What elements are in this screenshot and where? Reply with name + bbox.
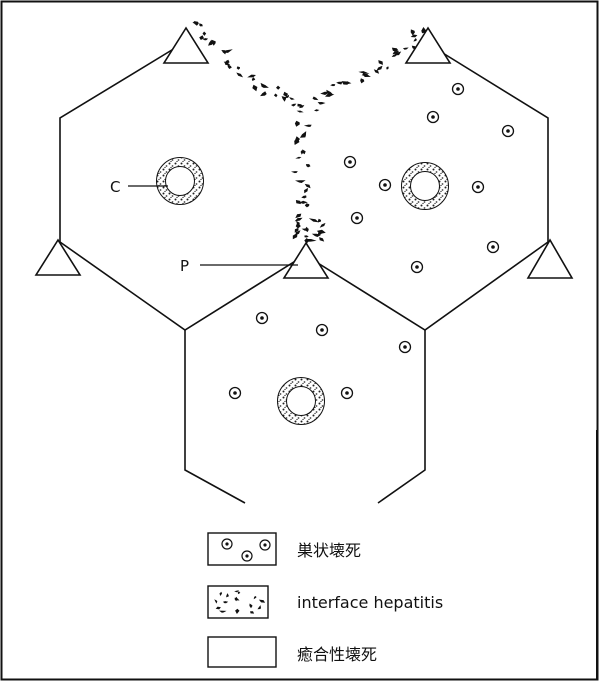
interface-hepatitis-band xyxy=(193,21,427,244)
legend: 巣状壊死 interface hepatitis 癒合性壊死 xyxy=(208,533,443,667)
spotty-necrosis-dot xyxy=(473,182,484,193)
central-vein xyxy=(402,163,449,210)
necrosis-fragment xyxy=(309,218,319,222)
necrosis-fragment xyxy=(392,55,398,58)
necrosis-fragment xyxy=(403,48,409,50)
lobule-bottom-outline-right xyxy=(378,330,425,503)
necrosis-fragment xyxy=(203,32,207,36)
necrosis-fragment xyxy=(342,81,348,85)
portal-triangle xyxy=(284,243,328,278)
legend-label-spotty: 巣状壊死 xyxy=(297,541,361,560)
central-vein-label: C xyxy=(110,178,120,196)
portal-triangle xyxy=(36,240,80,275)
necrosis-fragment xyxy=(411,29,415,35)
necrosis-fragment xyxy=(305,203,310,207)
necrosis-fragment xyxy=(392,48,399,52)
necrosis-fragment xyxy=(276,86,280,90)
necrosis-fragment xyxy=(296,200,301,204)
spotty-necrosis-dot xyxy=(412,262,423,273)
necrosis-fragment xyxy=(252,85,257,92)
necrosis-fragment xyxy=(376,66,382,71)
portal-triangle xyxy=(528,240,572,278)
necrosis-fragment xyxy=(304,227,308,232)
lobule-right-outline xyxy=(305,42,548,330)
portal-tract-label: P xyxy=(180,257,189,275)
central-vein xyxy=(278,378,325,425)
necrosis-fragment xyxy=(199,23,203,26)
necrosis-fragment xyxy=(413,38,417,42)
spotty-necrosis-dot xyxy=(428,112,439,123)
necrosis-fragment xyxy=(294,139,299,146)
necrosis-fragment xyxy=(319,237,324,242)
necrosis-fragment xyxy=(306,164,311,167)
necrosis-fragment xyxy=(318,102,326,105)
spotty-necrosis-dot xyxy=(453,84,464,95)
legend-label-bridging: 癒合性壊死 xyxy=(297,645,377,664)
necrosis-fragment xyxy=(304,125,312,127)
necrosis-fragment xyxy=(330,84,335,86)
lobule-bottom-outline xyxy=(185,330,245,503)
necrosis-fragment xyxy=(291,171,298,173)
spotty-necrosis-dot xyxy=(503,126,514,137)
necrosis-fragment xyxy=(293,233,298,240)
lobule-left-outline xyxy=(60,42,305,330)
central-vein xyxy=(157,158,204,205)
necrosis-fragment xyxy=(260,91,267,96)
spotty-necrosis-dot xyxy=(342,388,353,399)
spotty-necrosis-dots xyxy=(230,84,514,399)
spotty-necrosis-dot xyxy=(400,342,411,353)
necrosis-fragment xyxy=(360,78,364,83)
spotty-necrosis-dot xyxy=(352,213,363,224)
necrosis-fragment xyxy=(295,214,301,219)
necrosis-fragment xyxy=(237,66,240,69)
necrosis-fragment xyxy=(313,97,319,101)
necrosis-fragment xyxy=(247,75,256,78)
necrosis-fragment xyxy=(320,223,326,228)
necrosis-fragment xyxy=(291,104,296,107)
legend-label-interface: interface hepatitis xyxy=(297,593,443,612)
spotty-necrosis-dot xyxy=(257,313,268,324)
necrosis-fragment xyxy=(305,184,311,188)
necrosis-fragment xyxy=(212,40,216,46)
spotty-necrosis-dot xyxy=(230,388,241,399)
necrosis-fragment xyxy=(300,131,306,138)
necrosis-fragment xyxy=(261,83,269,88)
necrosis-fragment xyxy=(252,77,256,81)
necrosis-fragment xyxy=(386,66,389,69)
necrosis-fragment xyxy=(314,109,319,111)
necrosis-fragment xyxy=(297,111,304,113)
necrosis-fragment xyxy=(318,219,321,223)
spotty-necrosis-dot xyxy=(345,157,356,168)
necrosis-fragment xyxy=(301,195,306,198)
necrosis-fragment xyxy=(295,121,300,127)
necrosis-fragment xyxy=(363,73,371,77)
necrosis-fragment xyxy=(274,94,278,98)
spotty-necrosis-dot xyxy=(488,242,499,253)
necrosis-fragment xyxy=(296,222,301,229)
necrosis-fragment xyxy=(295,218,303,222)
necrosis-fragment xyxy=(336,82,342,85)
necrosis-fragment xyxy=(411,35,418,38)
necrosis-fragment xyxy=(194,21,199,25)
necrosis-fragment xyxy=(236,73,243,78)
necrosis-fragment xyxy=(421,27,426,33)
necrosis-fragment xyxy=(378,60,383,65)
necrosis-fragment xyxy=(289,97,295,100)
necrosis-fragment xyxy=(295,180,306,183)
necrosis-fragment xyxy=(304,235,308,237)
spotty-necrosis-dot xyxy=(380,180,391,191)
necrosis-fragment xyxy=(304,188,308,193)
legend-swatch-bridging xyxy=(208,637,276,667)
necrosis-fragment xyxy=(295,157,301,159)
portal-triangle xyxy=(164,28,208,63)
spotty-necrosis-dot xyxy=(317,325,328,336)
